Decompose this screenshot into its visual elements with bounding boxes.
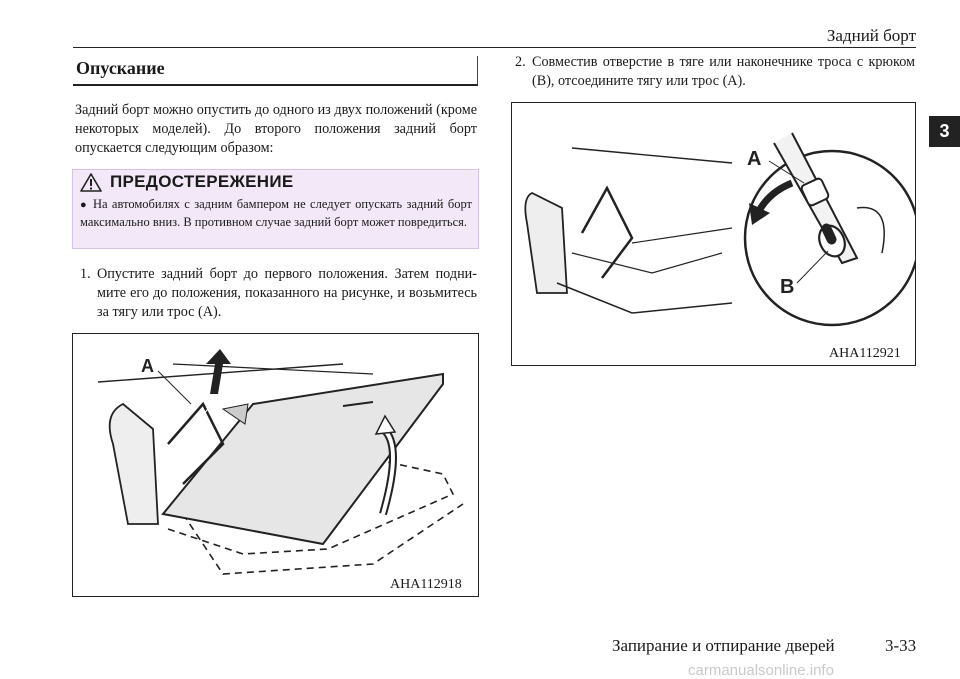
warning-triangle-icon	[80, 172, 102, 192]
section-heading-box	[73, 56, 478, 86]
figure-code: AHA112921	[829, 346, 901, 361]
step-2: 2. Совместив отверстие в тяге или наконе…	[515, 53, 915, 93]
footer-section: Запирание и отпирание дверей	[612, 636, 835, 655]
callout-label-a: A	[747, 148, 761, 170]
step-text: Опустите задний борт до первого положени…	[97, 266, 477, 320]
section-title: Опускание	[76, 58, 165, 78]
strap-hook-illustration: A B	[524, 132, 921, 327]
step-number: 1.	[80, 266, 91, 282]
figure-code: AHA112918	[390, 577, 462, 592]
step-number: 2.	[515, 54, 526, 70]
tailgate-illustration: A	[97, 349, 464, 575]
page-number: 3-33	[885, 636, 917, 655]
bullet-icon: ●	[80, 199, 88, 211]
warning-heading-text: ПРЕДОСТЕРЕЖЕНИЕ	[110, 172, 294, 191]
figure-detaching-strap: A B	[511, 102, 921, 366]
warning-box	[72, 169, 479, 249]
intro-paragraph: Задний борт можно опустить до одного из …	[75, 102, 477, 156]
running-header: Задний борт	[826, 26, 916, 45]
chapter-tab: 3	[929, 116, 960, 147]
step-1: 1. Опустите задний борт до первого полож…	[80, 265, 477, 325]
watermark: carmanualsonline.info	[688, 662, 834, 679]
callout-label-b: B	[780, 276, 794, 298]
callout-label-a: A	[141, 356, 154, 376]
figure-lowering-tailgate: A	[72, 333, 479, 597]
header-rule	[73, 47, 916, 48]
warning-heading: ПРЕДОСТЕРЕЖЕНИЕ	[80, 172, 294, 192]
warning-text: ●На автомобилях с задним бампером не сле…	[80, 196, 472, 231]
step-text: Совместив отверстие в тяге или наконечни…	[532, 54, 915, 89]
warning-text-body: На автомобилях с задним бампером не след…	[80, 197, 472, 229]
